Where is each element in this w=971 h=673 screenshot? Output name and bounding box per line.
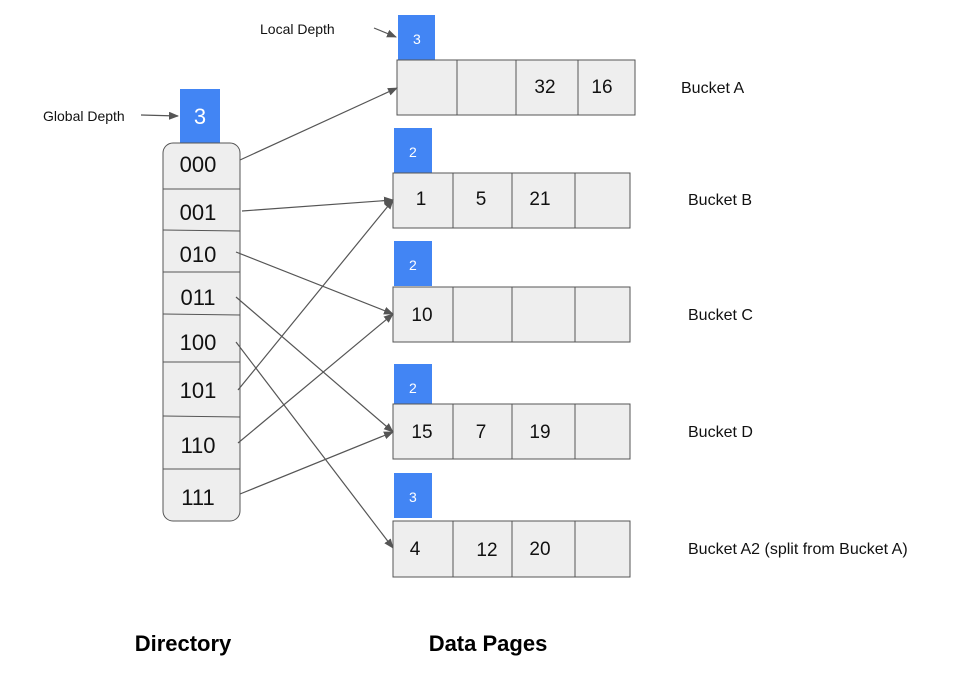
bucket-value: 20 [529, 539, 550, 560]
local-depth-box [394, 128, 432, 173]
local-depth-label: Local Depth [260, 21, 335, 37]
directory-entry-000: 000 [180, 152, 217, 177]
bucket-cell [392, 172, 454, 229]
bucket-cell [511, 520, 576, 578]
local-depth-value: 2 [409, 144, 417, 160]
directory-entry-100: 100 [180, 330, 217, 355]
bucket-value: 7 [476, 422, 487, 443]
local-depth-box [394, 473, 432, 518]
local-depth-value: 3 [413, 31, 421, 47]
bucket-label: Bucket C [688, 307, 753, 324]
global-depth-label: Global Depth [43, 108, 125, 124]
bucket-cell [456, 59, 517, 116]
global-depth-box [180, 89, 220, 144]
directory-entry-010: 010 [180, 242, 217, 267]
directory-entry-001: 001 [180, 200, 217, 225]
global-depth-arrow [140, 111, 179, 120]
bucket-value: 16 [591, 77, 612, 98]
local-depth-box [398, 15, 435, 60]
directory-entries: 000 001 010 011 100 101 110 111 [180, 152, 217, 510]
bucket-cell [392, 403, 454, 460]
bucket-5: 3 4 12 20 Bucket A2 (split from Bucket A) [392, 473, 908, 578]
bucket-cell [574, 172, 631, 229]
bucket-cell [511, 172, 576, 229]
pointer-101 [237, 199, 394, 391]
pointer-arrows [235, 87, 398, 549]
directory-entry-101: 101 [180, 378, 217, 403]
bucket-cell [396, 59, 458, 116]
bucket-value: 4 [410, 539, 421, 560]
bucket-label: Bucket B [688, 192, 752, 209]
directory-entry-110: 110 [180, 433, 215, 458]
local-depth-value: 2 [409, 257, 417, 273]
local-depth-box [394, 241, 432, 286]
bucket-value: 21 [529, 189, 550, 210]
local-depth-value: 3 [409, 489, 417, 505]
bucket-cell [452, 520, 513, 578]
bucket-value: 15 [411, 422, 432, 443]
bucket-value: 12 [476, 540, 497, 561]
pointer-100 [235, 341, 394, 549]
directory-entry-111: 111 [181, 485, 214, 510]
directory-caption: Directory [135, 631, 232, 656]
bucket-cell [515, 59, 579, 116]
bucket-value: 5 [476, 189, 487, 210]
bucket-cell [574, 403, 631, 460]
bucket-cell [452, 286, 513, 343]
bucket-value: 32 [534, 77, 555, 98]
pointer-011 [235, 296, 394, 433]
bucket-value: 10 [411, 305, 432, 326]
bucket-cell [452, 403, 513, 460]
bucket-value: 19 [529, 422, 550, 443]
bucket-label: Bucket D [688, 424, 753, 441]
pointer-000 [239, 87, 398, 161]
pointer-001 [241, 196, 394, 212]
pointer-111 [239, 431, 394, 495]
directory-dividers [162, 188, 241, 470]
data-pages-caption: Data Pages [429, 631, 548, 656]
bucket-value: 1 [416, 189, 427, 210]
bucket-4: 2 15 7 19 Bucket D [392, 364, 753, 460]
local-depth-arrow [373, 27, 397, 38]
bucket-cell [511, 403, 576, 460]
directory-container [162, 142, 241, 522]
bucket-label: Bucket A [681, 80, 744, 97]
bucket-cell [511, 286, 576, 343]
directory-entry-011: 011 [180, 285, 215, 310]
bucket-cell [577, 59, 636, 116]
bucket-cell [392, 520, 454, 578]
bucket-label: Bucket A2 (split from Bucket A) [688, 541, 908, 558]
bucket-cell [574, 286, 631, 343]
local-depth-box [394, 364, 432, 409]
pointer-010 [235, 251, 394, 315]
directory-divider [162, 229, 241, 232]
directory-divider [162, 415, 241, 418]
bucket-cell [452, 172, 513, 229]
local-depth-value: 2 [409, 380, 417, 396]
global-depth-value: 3 [194, 104, 206, 129]
pointer-110 [237, 313, 394, 444]
bucket-3: 2 10 Bucket C [392, 241, 753, 343]
bucket-cell [574, 520, 631, 578]
directory-divider [162, 313, 241, 316]
bucket-1: 3 32 16 Bucket A [396, 15, 744, 116]
